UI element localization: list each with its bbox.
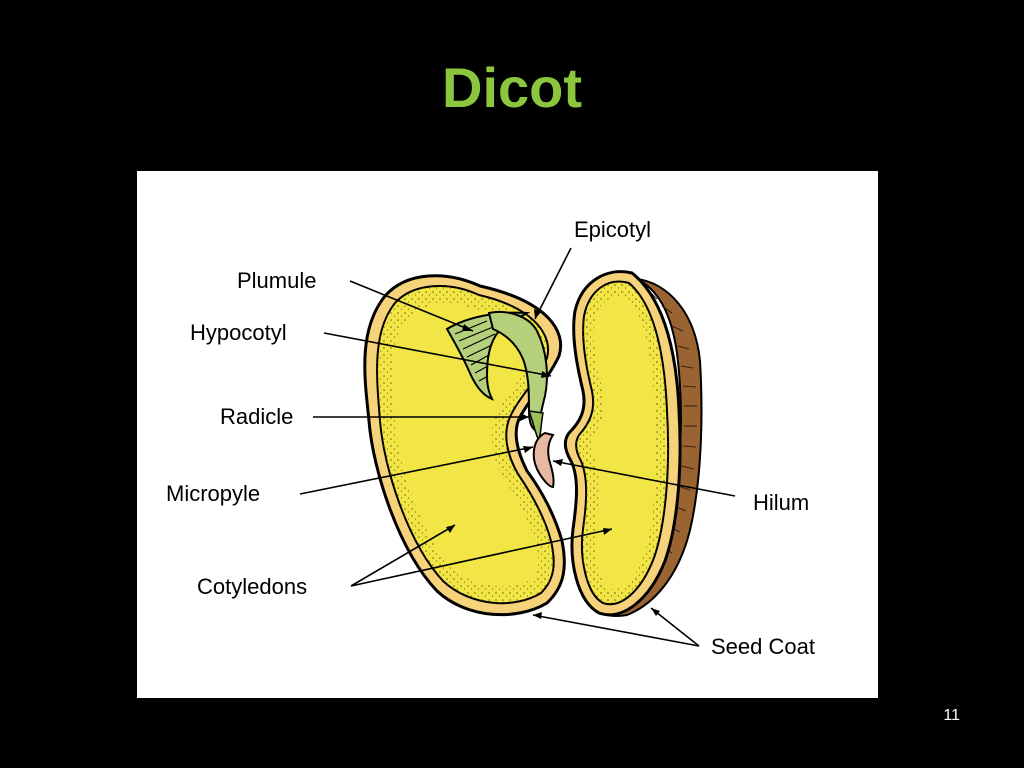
hilum-arrowhead — [553, 459, 563, 466]
left-cotyledon-inner — [392, 303, 539, 587]
plumule-arrowhead — [462, 324, 473, 331]
leader-lines — [299, 247, 736, 647]
seed-coat-arrowhead-right — [651, 608, 660, 616]
label-hypocotyl: Hypocotyl — [190, 320, 287, 345]
hypocotyl-arrowhead — [541, 371, 551, 378]
right-cotyledon-half — [563, 270, 703, 618]
hilum-structure — [532, 431, 555, 489]
label-epicotyl: Epicotyl — [574, 217, 652, 242]
hypocotyl-leader — [323, 332, 552, 377]
cotyledons-arrowhead-left — [446, 525, 455, 533]
label-micropyle: Micropyle — [166, 481, 261, 506]
slide-title: Dicot — [442, 56, 582, 119]
hilum-leader — [552, 460, 736, 497]
micropyle-leader — [299, 446, 534, 495]
label-hilum: Hilum — [753, 490, 810, 515]
cotyledons-leader-right — [350, 528, 613, 587]
seed-coat-leader-right — [650, 607, 700, 647]
plumule-striations — [454, 320, 496, 382]
cotyledons-arrowhead-right — [603, 528, 612, 535]
label-seed-coat: Seed Coat — [711, 634, 815, 659]
seed-coat-arrowhead-left — [533, 612, 542, 619]
seed-coat-leader-left — [532, 614, 700, 647]
right-cotyledon-inner — [590, 296, 656, 590]
micropyle-arrowhead — [523, 446, 533, 453]
label-plumule: Plumule — [237, 268, 317, 293]
label-radicle: Radicle — [220, 404, 294, 429]
label-cotyledons: Cotyledons — [197, 574, 308, 599]
page-number: 11 — [943, 707, 960, 724]
dicot-seed-illustration — [299, 247, 736, 647]
cotyledons-leader-left — [350, 524, 456, 587]
epicotyl-arrowhead — [534, 309, 541, 319]
left-cotyledon-half — [363, 274, 566, 617]
diagram-panel: Epicotyl Plumule Hypocotyl Radicle Micro… — [137, 171, 878, 698]
plumule-leader — [349, 280, 474, 332]
leader-arrowheads — [446, 309, 660, 619]
radicle-arrowhead — [520, 413, 529, 421]
epicotyl-leader — [534, 247, 572, 320]
